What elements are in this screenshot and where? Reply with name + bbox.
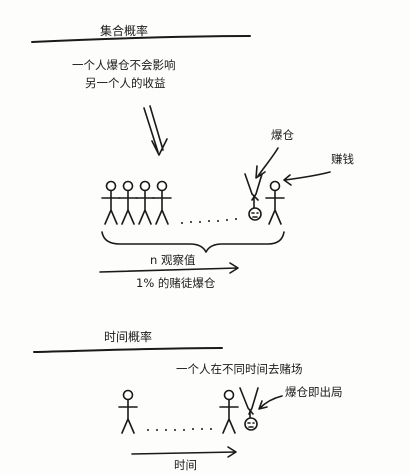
group-brace bbox=[101, 231, 285, 253]
ensemble-note-line1: 一个人爆仓不会影响 bbox=[72, 58, 176, 72]
ensemble-note-line2: 另一个人的收益 bbox=[85, 76, 166, 90]
profit-figure bbox=[265, 180, 285, 225]
n-arrow bbox=[99, 262, 239, 274]
profit-label: 赚钱 bbox=[331, 152, 354, 166]
time-note: 一个人在不同时间去赌场 bbox=[176, 362, 303, 376]
ensemble-title-underline bbox=[31, 35, 251, 43]
time-title-underline bbox=[33, 347, 223, 353]
ensemble-title: 集合概率 bbox=[100, 24, 149, 38]
time-figure-late bbox=[219, 389, 239, 434]
bust-label: 爆仓 bbox=[271, 128, 294, 142]
time-axis-label: 时间 bbox=[174, 458, 197, 472]
time-bust-arrow bbox=[258, 395, 283, 410]
bust-figure bbox=[244, 173, 263, 221]
time-dots bbox=[147, 428, 212, 431]
ensemble-down-arrow bbox=[143, 105, 168, 156]
bust-arrow bbox=[255, 147, 279, 179]
n-observations-label: n 观察值 bbox=[150, 253, 196, 267]
time-axis-arrow bbox=[131, 446, 237, 458]
time-bust-label: 爆仓即出局 bbox=[285, 385, 343, 399]
time-figure bbox=[118, 389, 138, 434]
ellipsis-dots bbox=[181, 218, 237, 224]
bust-rate-label: 1% 的赌徒爆仓 bbox=[136, 276, 216, 290]
time-bust-figure bbox=[239, 387, 259, 431]
time-title: 时间概率 bbox=[104, 330, 153, 344]
observation-figures bbox=[101, 180, 172, 225]
profit-arrow bbox=[283, 171, 331, 186]
